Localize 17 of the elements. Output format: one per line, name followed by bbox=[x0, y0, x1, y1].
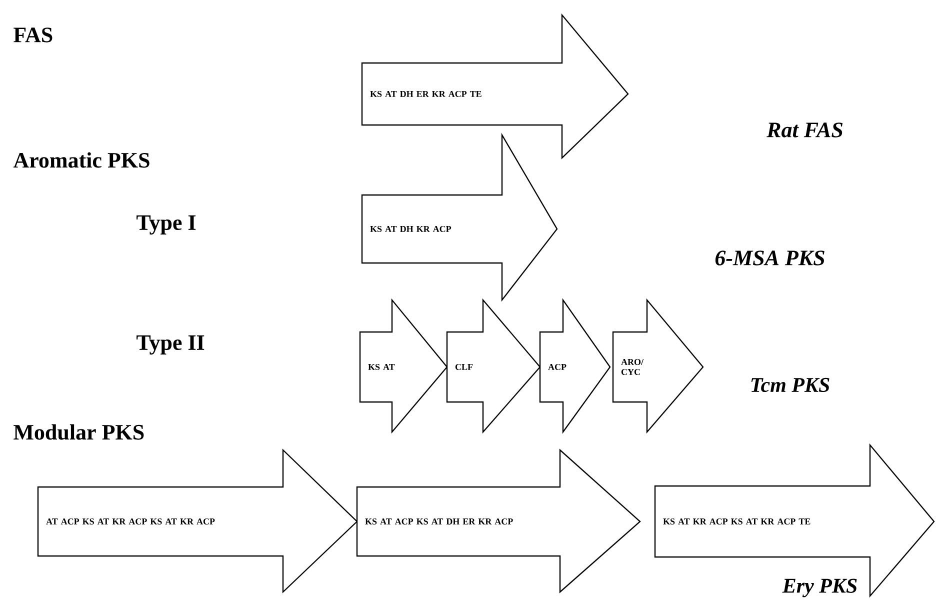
gene-block: ARO/ CYC bbox=[612, 298, 704, 434]
category-heading: Type II bbox=[136, 335, 204, 355]
gene-name: Tcm PKS bbox=[751, 378, 830, 392]
gene-block: KS AT bbox=[359, 298, 448, 434]
gene-block: KS AT DH KR ACP bbox=[361, 132, 558, 302]
node-label: KS AT ACP KS AT DH ER KR ACP bbox=[365, 518, 513, 525]
gene-name: Rat FAS bbox=[766, 122, 843, 138]
category-heading: FAS bbox=[14, 28, 52, 42]
gene-block: AT ACP KS AT KR ACP KS AT KR ACP bbox=[37, 448, 358, 594]
category-heading: Type I bbox=[136, 215, 196, 235]
gene-block: KS AT DH ER KR ACP TE bbox=[361, 13, 629, 160]
gene-block: CLF bbox=[446, 298, 541, 434]
category-heading: Aromatic PKS bbox=[13, 152, 150, 168]
gene-name: Ery PKS bbox=[782, 578, 857, 598]
gene-block: ACP bbox=[539, 298, 611, 434]
gene-block: KS AT ACP KS AT DH ER KR ACP bbox=[356, 448, 641, 594]
gene-name: 6-MSA PKS bbox=[715, 250, 824, 266]
